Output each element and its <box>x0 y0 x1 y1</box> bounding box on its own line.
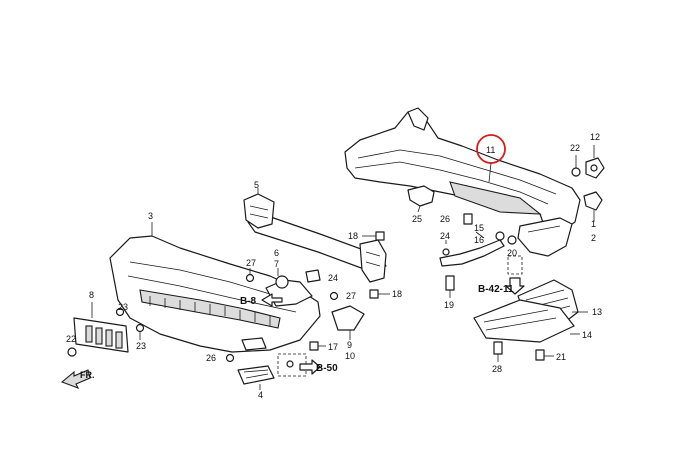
callout-22a: 22 <box>570 143 580 153</box>
callout-20: 20 <box>507 248 517 258</box>
callout-23b: 23 <box>136 341 146 351</box>
arrow-b8 <box>261 293 283 307</box>
bolt-28[interactable] <box>493 341 503 362</box>
callout-12: 12 <box>590 132 600 142</box>
ref-b8: B-8 <box>240 296 257 307</box>
callout-4: 4 <box>258 390 263 400</box>
ref-b50: B-50 <box>316 363 338 374</box>
rear-bumper-face[interactable] <box>344 107 581 257</box>
callout-10: 10 <box>345 351 355 361</box>
grommet-24[interactable] <box>305 269 321 283</box>
fog-cover-4[interactable] <box>237 365 275 390</box>
bolt-17[interactable] <box>309 341 326 351</box>
callout-8: 8 <box>89 290 94 300</box>
callout-21: 21 <box>556 352 566 362</box>
clip-26b[interactable] <box>463 213 473 225</box>
callout-17: 17 <box>328 342 338 352</box>
bolt-21[interactable] <box>535 349 554 361</box>
callout-16: 16 <box>474 235 484 245</box>
bracket-25[interactable] <box>407 185 435 213</box>
callout-18b: 18 <box>392 289 402 299</box>
callout-15: 15 <box>474 223 484 233</box>
clip-group-b50 <box>277 353 307 377</box>
callout-6: 6 <box>274 248 279 258</box>
bolt-18b[interactable] <box>369 289 390 299</box>
callout-11: 11 <box>486 145 495 155</box>
bolt-27a[interactable] <box>245 268 255 283</box>
clip-12-22[interactable] <box>571 145 605 179</box>
bracket-24-15-16[interactable] <box>439 231 505 267</box>
callout-27a: 27 <box>246 258 256 268</box>
arrow-b50 <box>299 359 321 375</box>
bolt-18a[interactable] <box>362 231 385 241</box>
bolt-27b[interactable] <box>329 291 339 301</box>
callout-24a: 24 <box>328 273 338 283</box>
absorber-14[interactable] <box>473 299 580 343</box>
callout-26b: 26 <box>440 214 450 224</box>
callout-7: 7 <box>274 259 279 269</box>
callout-18a: 18 <box>348 231 358 241</box>
callout-13: 13 <box>592 307 602 317</box>
callout-22b: 22 <box>66 334 76 344</box>
callout-2: 2 <box>591 233 596 243</box>
callout-26a: 26 <box>206 353 216 363</box>
spacer-9[interactable] <box>331 305 365 340</box>
ref-b4211: B-42-11 <box>478 284 514 295</box>
callout-19: 19 <box>444 300 454 310</box>
bolt-19[interactable] <box>445 275 455 298</box>
callout-14: 14 <box>582 330 592 340</box>
side-spacer-1[interactable] <box>583 191 603 222</box>
clip-22-front[interactable] <box>67 307 145 357</box>
front-arrow-label: FR. <box>80 370 95 380</box>
callout-1: 1 <box>591 219 596 229</box>
callout-5: 5 <box>254 180 259 190</box>
callout-9: 9 <box>347 340 352 350</box>
rear-beam-5[interactable] <box>243 188 387 283</box>
clip-group-b4211 <box>505 255 525 295</box>
callout-23a: 23 <box>118 302 128 312</box>
clip-26a[interactable] <box>225 353 235 363</box>
callout-3: 3 <box>148 211 153 221</box>
front-bumper-face[interactable] <box>109 222 321 353</box>
callout-25: 25 <box>412 214 422 224</box>
front-direction-arrow <box>60 369 91 390</box>
grommet-20[interactable] <box>507 235 517 245</box>
callout-24b: 24 <box>440 231 450 241</box>
callout-28: 28 <box>492 364 502 374</box>
license-bracket-8[interactable] <box>73 302 129 353</box>
callout-27b: 27 <box>346 291 356 301</box>
